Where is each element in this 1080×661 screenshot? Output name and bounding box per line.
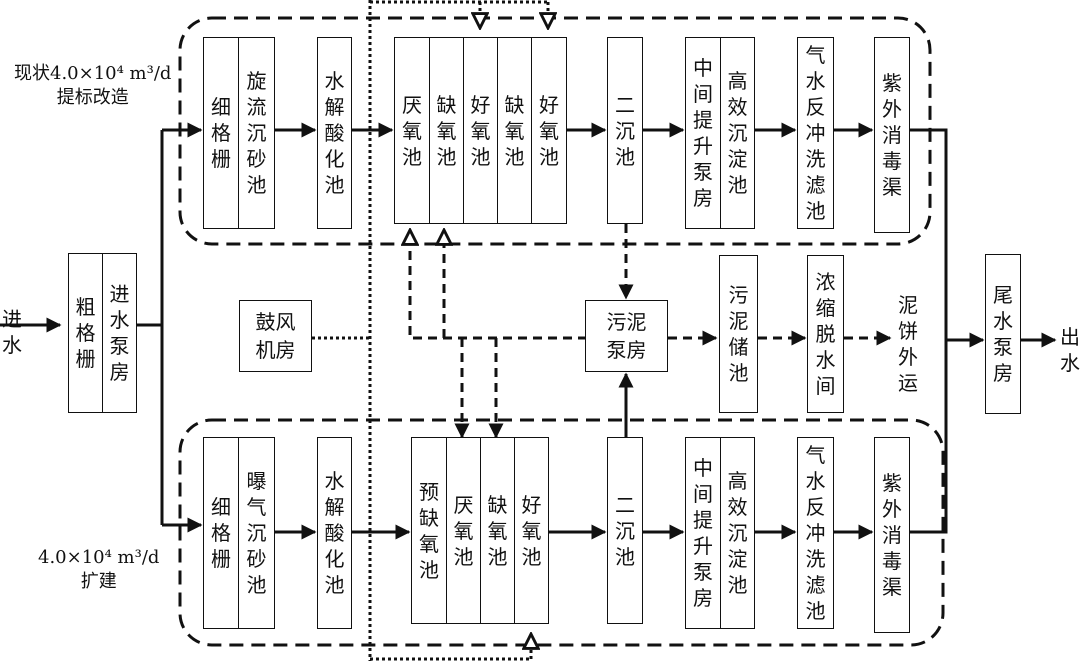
air-supply-lines <box>312 0 548 661</box>
top-oxic1-label: 好氧池 <box>470 92 491 169</box>
bottom-clarifier-box: 二沉池 <box>607 437 643 624</box>
bottom-oxic-label: 好氧池 <box>521 492 542 569</box>
top-lift-pump-label: 中间提升泵房 <box>693 56 713 210</box>
bottom-hes-label: 高效沉淀池 <box>727 469 748 597</box>
blower-room-box: 鼓风 机房 <box>239 300 312 372</box>
top-clarifier-label: 二沉池 <box>615 92 635 169</box>
tail-pump-box: 尾水泵房 <box>985 254 1021 414</box>
bottom-grit-box: 曝气沉砂池 <box>238 437 275 629</box>
bottom-lift-pump-label: 中间提升泵房 <box>693 456 713 610</box>
sludge-storage-label: 污泥储池 <box>728 283 749 385</box>
top-filter-label: 气水反冲洗滤池 <box>805 43 826 223</box>
outlet-label: 出水 <box>1060 325 1080 375</box>
top-anoxic2-box: 缺氧池 <box>497 37 532 224</box>
top-anoxic1-box: 缺氧池 <box>429 37 464 224</box>
top-fine-screen-label: 细格栅 <box>211 95 231 171</box>
inlet-pump-box: 进水泵房 <box>102 253 137 413</box>
top-hydrolysis-box: 水解酸化池 <box>317 37 352 229</box>
top-uv-box: 紫外消毒渠 <box>874 37 910 233</box>
bottom-anaerobic-label: 厌氧池 <box>453 492 474 569</box>
bottom-uv-box: 紫外消毒渠 <box>874 437 910 633</box>
top-oxic1-box: 好氧池 <box>463 37 498 224</box>
bottom-pre-anoxic-box: 预缺氧池 <box>411 437 447 624</box>
bottom-clarifier-label: 二沉池 <box>615 492 635 569</box>
bottom-fine-screen-box: 细格栅 <box>203 437 239 629</box>
water-flow-lines <box>0 122 1057 540</box>
bottom-hydrolysis-label: 水解酸化池 <box>324 469 345 597</box>
bottom-grit-label: 曝气沉砂池 <box>246 469 267 597</box>
bottom-anoxic-label: 缺氧池 <box>487 492 508 569</box>
coarse-screen-label: 粗格栅 <box>75 295 96 371</box>
tail-pump-label: 尾水泵房 <box>993 283 1013 385</box>
bottom-line-label: 4.0×10⁴ m³/d 扩建 <box>38 547 160 592</box>
bottom-lift-pump-box: 中间提升泵房 <box>685 437 721 629</box>
top-grit-label: 旋流沉砂池 <box>246 69 267 197</box>
bottom-line-boundary <box>178 418 945 647</box>
top-oxic2-label: 好氧池 <box>539 92 559 169</box>
bottom-uv-label: 紫外消毒渠 <box>882 471 902 599</box>
thicken-dewater-box: 浓缩脱水间 <box>807 255 844 413</box>
inlet-pump-label: 进水泵房 <box>109 282 130 384</box>
bottom-filter-box: 气水反冲洗滤池 <box>797 437 834 629</box>
bottom-hydrolysis-box: 水解酸化池 <box>317 437 352 629</box>
top-line-label: 现状4.0×10⁴ m³/d 提标改造 <box>14 63 172 108</box>
top-hydrolysis-label: 水解酸化池 <box>324 69 345 197</box>
top-filter-box: 气水反冲洗滤池 <box>797 37 834 229</box>
sludge-cake-label: 泥饼外运 <box>898 293 918 395</box>
top-grit-box: 旋流沉砂池 <box>238 37 275 229</box>
top-lift-pump-box: 中间提升泵房 <box>685 37 721 229</box>
top-hes-box: 高效沉淀池 <box>720 37 755 229</box>
top-uv-label: 紫外消毒渠 <box>882 71 902 199</box>
top-oxic2-box: 好氧池 <box>531 37 567 224</box>
sludge-storage-box: 污泥储池 <box>719 255 758 413</box>
top-anaerobic-label: 厌氧池 <box>402 92 422 169</box>
bottom-anaerobic-box: 厌氧池 <box>446 437 481 624</box>
blower-room-label: 鼓风 机房 <box>255 310 296 362</box>
inlet-label: 进水 <box>2 307 22 357</box>
bottom-oxic-box: 好氧池 <box>514 437 549 624</box>
bottom-pre-anoxic-label: 预缺氧池 <box>419 479 439 582</box>
thicken-dewater-label: 浓缩脱水间 <box>815 270 836 398</box>
bottom-hes-box: 高效沉淀池 <box>720 437 755 629</box>
coarse-screen-box: 粗格栅 <box>68 253 103 413</box>
sludge-pump-box: 污泥 泵房 <box>585 300 668 372</box>
bottom-filter-label: 气水反冲洗滤池 <box>805 443 826 623</box>
sludge-lines <box>410 224 892 439</box>
top-hes-label: 高效沉淀池 <box>727 69 748 197</box>
top-anoxic2-label: 缺氧池 <box>504 92 525 169</box>
top-anoxic1-label: 缺氧池 <box>436 92 457 169</box>
top-fine-screen-box: 细格栅 <box>203 37 239 229</box>
top-clarifier-box: 二沉池 <box>607 37 643 224</box>
bottom-anoxic-box: 缺氧池 <box>480 437 515 624</box>
sludge-pump-label: 污泥 泵房 <box>606 310 647 362</box>
top-anaerobic-box: 厌氧池 <box>394 37 430 224</box>
bottom-fine-screen-label: 细格栅 <box>211 495 231 571</box>
